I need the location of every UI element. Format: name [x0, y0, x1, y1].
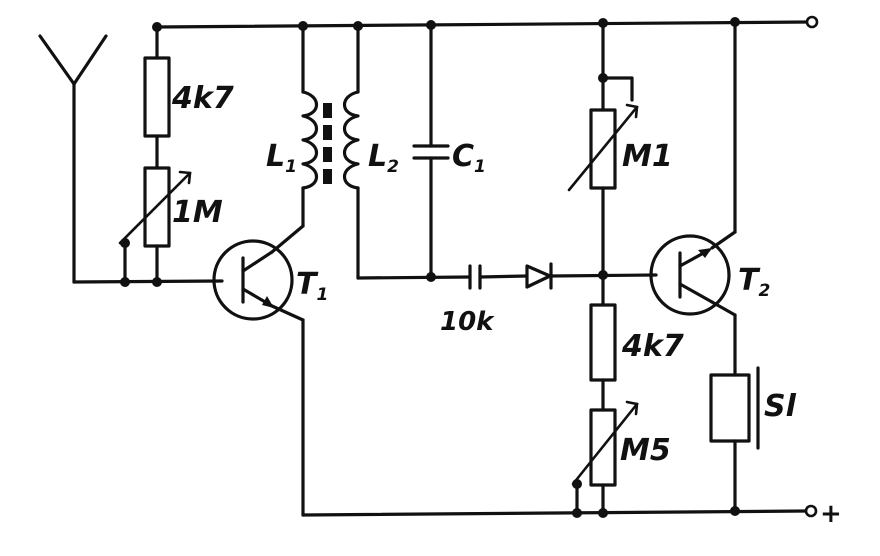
bottom-terminal — [804, 504, 818, 518]
coil-l1: L1 — [266, 25, 319, 517]
t1-label: T1 — [296, 267, 328, 305]
variable-resistor-m1: M1 — [567, 20, 673, 307]
junction-dots — [120, 17, 740, 518]
capacitor-10k: 10k — [440, 264, 529, 337]
top-supply-rail — [155, 15, 819, 29]
r1-label: 4k7 — [171, 81, 234, 116]
earphone-sl: Sl — [709, 313, 797, 513]
r2-label: 4k7 — [621, 329, 684, 364]
variable-resistor-p1: 1M — [118, 166, 223, 284]
m1-label: M1 — [622, 139, 673, 174]
plus-label: + — [820, 499, 842, 529]
sl-label: Sl — [764, 389, 797, 424]
c2-label: 10k — [440, 307, 495, 337]
resistor-r2: 4k7 — [589, 303, 684, 412]
coil-l2: L2 — [342, 25, 472, 280]
top-terminal — [805, 15, 819, 29]
transistor-t1: T1 — [212, 224, 328, 322]
ferrite-core — [323, 103, 332, 184]
capacitor-c1: C1 — [412, 25, 486, 279]
p1-label: 1M — [172, 195, 223, 230]
c1-label: C1 — [452, 139, 486, 177]
transistor-t2: T2 — [649, 20, 770, 317]
bottom-supply-rail: + — [301, 499, 842, 529]
diode — [525, 262, 658, 290]
l2-label: L2 — [368, 139, 399, 177]
resistor-r1: 4k7 — [143, 25, 234, 170]
m5-label: M5 — [620, 433, 671, 468]
t2-label: T2 — [738, 263, 770, 301]
l1-label: L1 — [266, 139, 297, 177]
variable-resistor-m5: M5 — [571, 400, 671, 515]
antenna-icon — [38, 34, 224, 284]
